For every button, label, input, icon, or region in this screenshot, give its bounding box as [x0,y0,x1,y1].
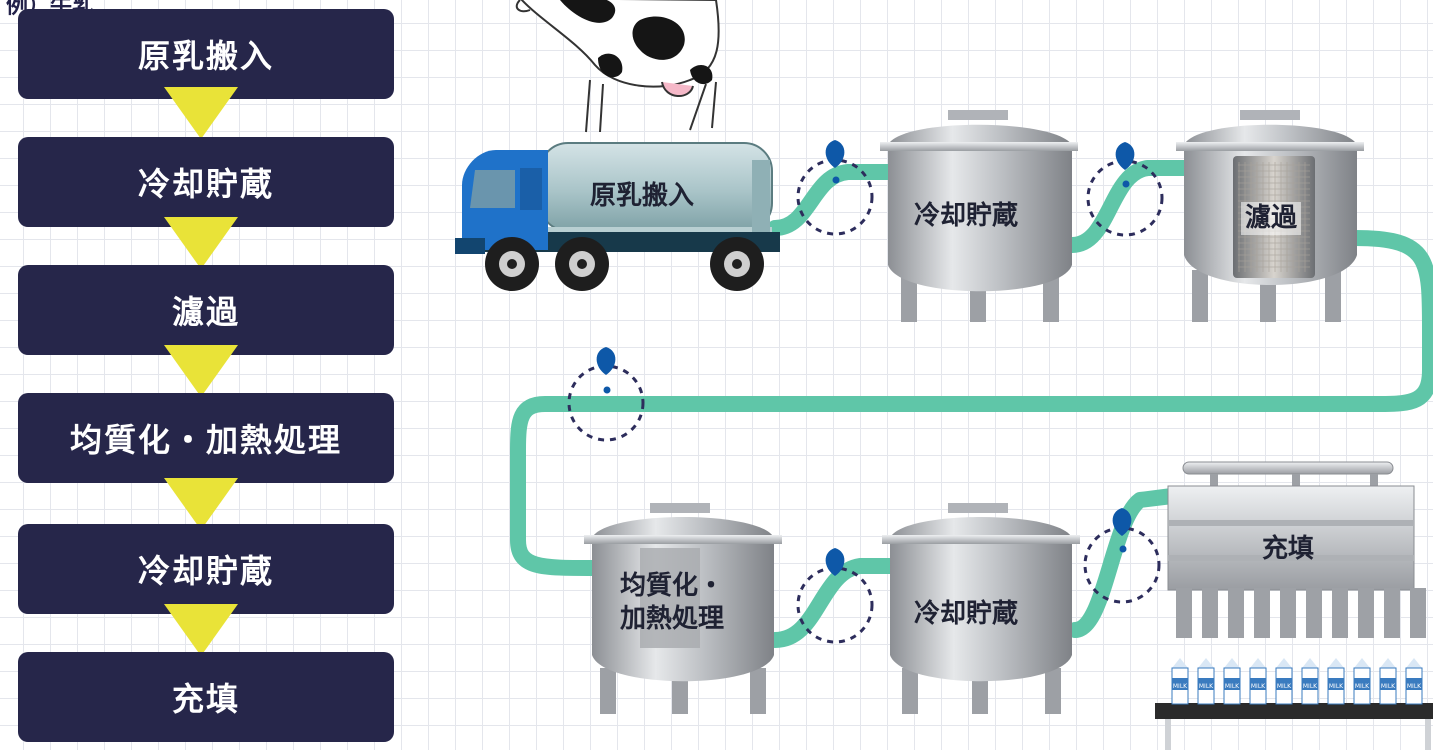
tank3-label-line2: 加熱処理 [620,603,725,634]
tank3-label: 均質化・ 加熱処理 [620,570,724,635]
pipe-network [510,160,1433,648]
carton-text: MILK [1407,683,1422,690]
flow-arrow-down-icon [164,87,238,139]
carton-text: MILK [1173,683,1188,690]
filler-label: 充填 [1262,534,1315,564]
milk-truck-illustration [455,142,780,291]
flow-step-raw-milk-intake: 原乳搬入 [18,9,394,99]
flow-step-cold-storage: 冷却貯蔵 [18,137,394,227]
flow-step-label: 冷却貯蔵 [137,165,274,203]
flow-arrow-down-icon [164,604,238,656]
milk-carton-icon [1223,658,1241,705]
checkpoint-markers [567,140,1164,644]
flow-step-homogenize-heat: 均質化・加熱処理 [18,393,394,483]
flow-step-filling: 充填 [18,652,394,742]
carton-text: MILK [1381,683,1396,690]
milk-carton-icon [1275,658,1293,705]
carton-text: MILK [1225,683,1240,690]
tank1-label: 冷却貯蔵 [914,201,1019,231]
milk-carton-icon [1249,658,1267,705]
flow-arrow-down-icon [164,478,238,530]
truck-label: 原乳搬入 [590,181,695,211]
milk-carton-icon [1327,658,1345,705]
carton-text: MILK [1251,683,1266,690]
carton-text: MILK [1199,683,1214,690]
carton-text: MILK [1355,683,1370,690]
flow-step-label: 濾過 [171,293,240,331]
tank3-label-line1: 均質化・ [620,571,725,601]
flow-step-label: 原乳搬入 [137,37,274,75]
milk-carton-icon [1197,658,1215,705]
milk-carton-icon [1405,658,1423,705]
tank-cold-storage-2 [882,503,1080,714]
flow-step-cold-storage-2: 冷却貯蔵 [18,524,394,614]
flow-step-label: 冷却貯蔵 [137,552,274,590]
milk-carton-icon [1171,658,1189,705]
carton-text: MILK [1277,683,1292,690]
carton-text: MILK [1303,683,1318,690]
flow-arrow-down-icon [164,345,238,397]
cow-illustration [515,0,720,133]
carton-text: MILK [1329,683,1344,690]
flow-step-label: 充填 [171,680,240,718]
filling-machine [1155,461,1433,750]
milk-carton-row: MILK MILK MILK MILK MILK MILK MILK MILK … [1171,658,1423,705]
flow-step-filtration: 濾過 [18,265,394,355]
tank-homogenize-heat [584,503,782,714]
flow-arrow-down-icon [164,217,238,269]
milk-carton-icon [1379,658,1397,705]
milk-carton-icon [1301,658,1319,705]
flow-step-label: 均質化・加熱処理 [69,421,342,459]
tank2-label: 濾過 [1241,202,1302,235]
tank-cold-storage-1 [880,110,1078,322]
tank4-label: 冷却貯蔵 [914,599,1019,629]
milk-carton-icon [1353,658,1371,705]
